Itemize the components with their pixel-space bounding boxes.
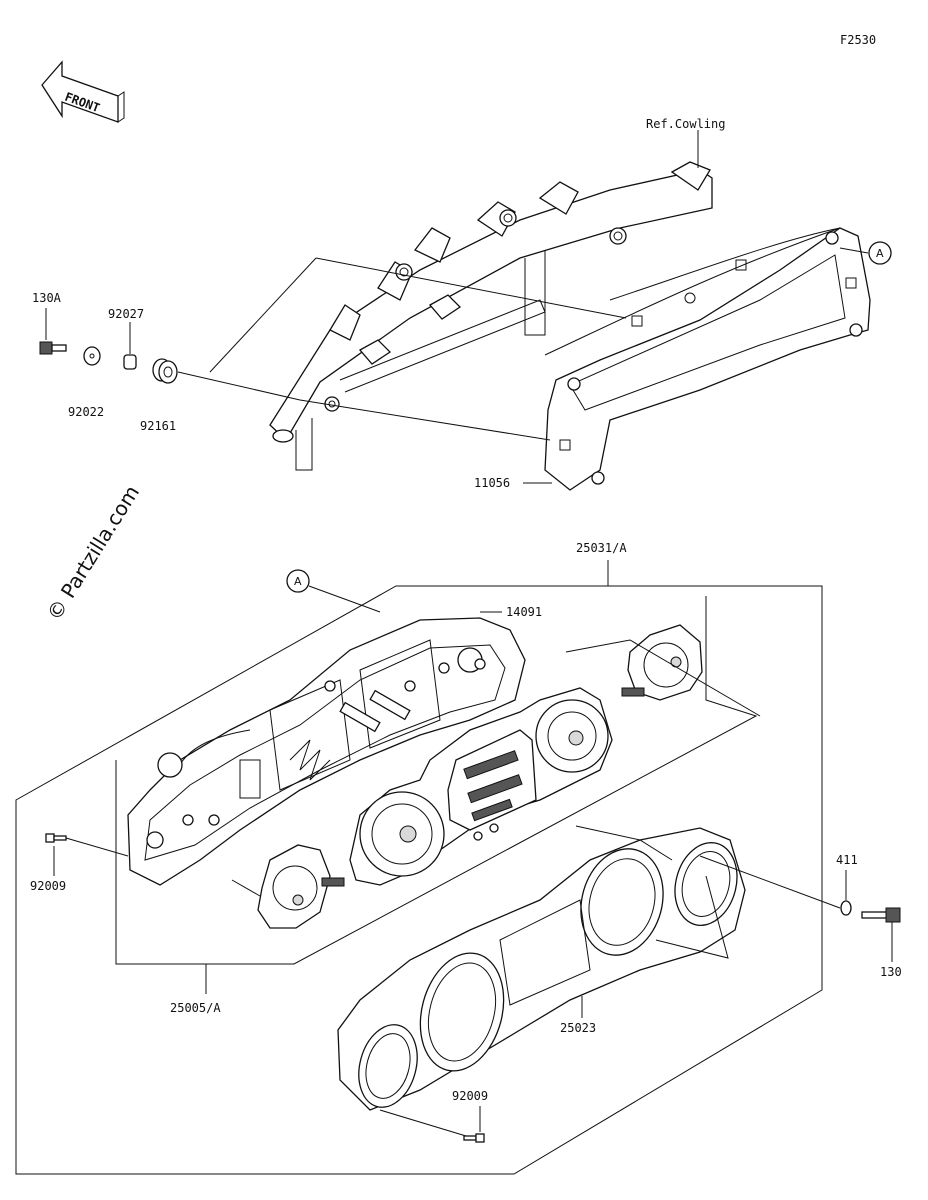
washer-92022-icon xyxy=(83,346,101,366)
bracket-11056 xyxy=(544,227,871,491)
leader-92009-left xyxy=(65,837,129,857)
upper-leader-lines xyxy=(45,130,869,484)
label-92027: 92027 xyxy=(108,307,144,321)
watermark: © Partzilla.com xyxy=(42,481,144,625)
leader-92009-bottom-cover xyxy=(379,1109,467,1137)
label-92009-left: 92009 xyxy=(30,879,66,893)
label-92161: 92161 xyxy=(140,419,176,433)
leader-cover-top xyxy=(575,825,673,861)
washer-411-icon xyxy=(840,900,852,916)
label-92022: 92022 xyxy=(68,405,104,419)
grommet-92161-icon xyxy=(152,358,178,384)
label-11056: 11056 xyxy=(474,476,510,490)
gauge-upper-right xyxy=(621,624,703,701)
label-25005A: 25005/A xyxy=(170,1001,221,1015)
callout-a-upper xyxy=(868,241,892,265)
bolt-130-icon xyxy=(861,907,901,923)
collar-92027-icon xyxy=(123,354,137,370)
group-box-25005A xyxy=(115,596,758,965)
label-14091: 14091 xyxy=(506,605,542,619)
callout-a-lower-label: A xyxy=(294,575,302,588)
gauge-lower-left xyxy=(257,844,345,929)
callout-a-upper-label: A xyxy=(876,247,884,260)
leader-cover-rings xyxy=(655,875,729,959)
ref-cowling-label: Ref.Cowling xyxy=(646,117,725,131)
meter-case-14091 xyxy=(127,617,526,886)
group-box-25031A xyxy=(15,560,823,1175)
leader-gauge-ll xyxy=(231,879,261,897)
label-411: 411 xyxy=(836,853,858,867)
cowling-stay-frame xyxy=(269,161,713,471)
instrument-panel xyxy=(349,687,613,886)
meter-cover-25023 xyxy=(337,827,746,1111)
leader-411-cover xyxy=(699,855,841,909)
leader-gauge-ur xyxy=(565,639,761,717)
washer-92022-hole xyxy=(89,353,95,359)
screw-92009-left-icon xyxy=(45,833,67,843)
leader-a-lower xyxy=(308,585,381,613)
front-arrow-icon: FRONT xyxy=(41,60,125,123)
bolt-130A-icon xyxy=(39,341,67,355)
label-130: 130 xyxy=(880,965,902,979)
screw-92009-bottom-icon xyxy=(463,1133,485,1143)
label-92009-bottom: 92009 xyxy=(452,1089,488,1103)
label-130A: 130A xyxy=(32,291,62,305)
label-25031A: 25031/A xyxy=(576,541,627,555)
callout-a-lower xyxy=(286,569,310,593)
figure-code: F2530 xyxy=(840,33,876,47)
label-25023: 25023 xyxy=(560,1021,596,1035)
